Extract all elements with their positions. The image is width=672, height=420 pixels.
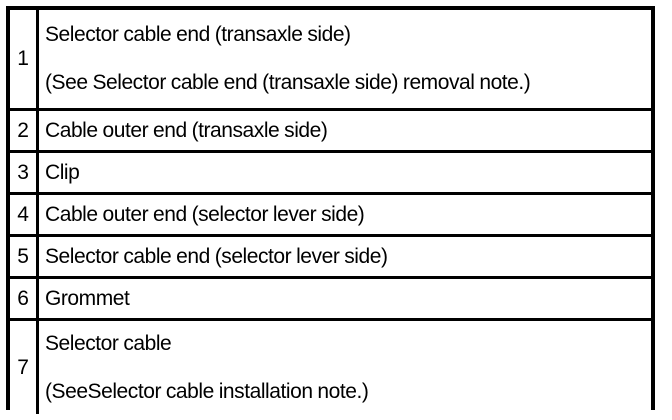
parts-table-body: 1 Selector cable end (transaxle side) (S… [10,10,651,414]
table-row: 3 Clip [10,151,651,195]
item-number-cell: 2 [10,109,39,153]
item-description-cell: Selector cable end (transaxle side) (See… [37,10,651,111]
item-number-cell: 4 [10,193,39,237]
item-description-cell: Selector cable (SeeSelector cable instal… [37,319,651,414]
table-row: 4 Cable outer end (selector lever side) [10,193,651,237]
item-number-cell: 5 [10,235,39,279]
table-row: 5 Selector cable end (selector lever sid… [10,235,651,279]
item-description-cell: Selector cable end (selector lever side) [37,235,651,279]
parts-legend-table: 1 Selector cable end (transaxle side) (S… [6,6,655,414]
item-number-cell: 1 [10,10,39,111]
item-description-cell: Cable outer end (selector lever side) [37,193,651,237]
item-description-cell: Cable outer end (transaxle side) [37,109,651,153]
item-description-cell: Grommet [37,277,651,321]
parts-table-grid: 1 Selector cable end (transaxle side) (S… [10,10,651,414]
table-row: 2 Cable outer end (transaxle side) [10,109,651,153]
item-reference-note: (SeeSelector cable installation note.) [45,379,369,403]
item-number-cell: 6 [10,277,39,321]
table-row: 1 Selector cable end (transaxle side) (S… [10,10,651,111]
item-description-text: Selector cable end (transaxle side) [45,23,351,47]
table-row: 6 Grommet [10,277,651,321]
item-description-cell: Clip [37,151,651,195]
item-number-cell: 3 [10,151,39,195]
item-reference-note: (See Selector cable end (transaxle side)… [45,71,531,95]
table-row: 7 Selector cable (SeeSelector cable inst… [10,319,651,414]
item-number-cell: 7 [10,319,39,414]
item-description-text: Selector cable [45,331,172,355]
